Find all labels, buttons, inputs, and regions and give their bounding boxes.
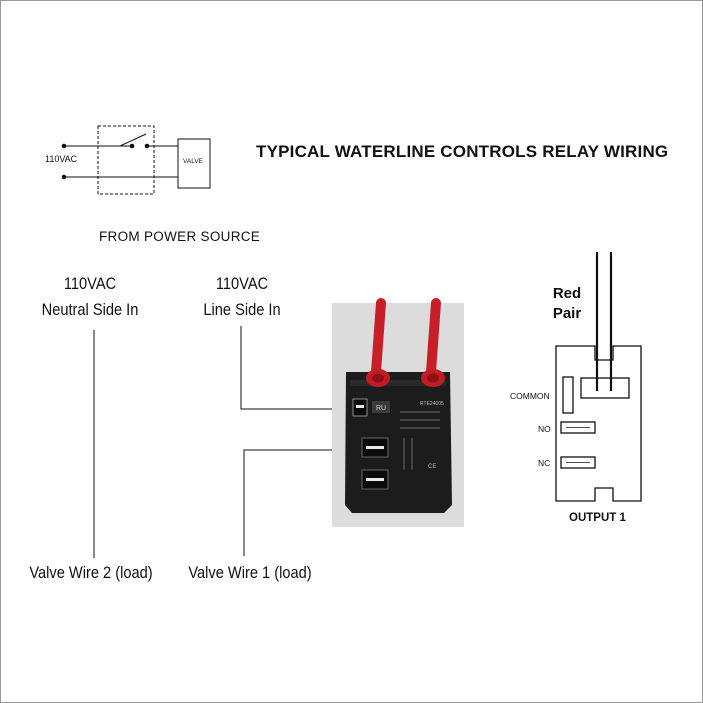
- valve-box: [177, 138, 211, 189]
- relay-marking-bottom: CE: [428, 464, 436, 470]
- terminal-nc-label: NC: [538, 458, 551, 468]
- line-side-label: 110VAC Line Side In: [190, 271, 293, 323]
- valve-wire-2-label: Valve Wire 2 (load): [29, 563, 153, 582]
- neutral-side-text: Neutral Side In: [41, 300, 139, 319]
- valve-wire-1-line: [243, 446, 345, 556]
- valve-label: VALVE: [183, 158, 203, 165]
- red-pair-label: Red Pair: [552, 284, 582, 324]
- diagram-title: TYPICAL WATERLINE CONTROLS RELAY WIRING: [256, 142, 669, 161]
- power-source-caption: FROM POWER SOURCE: [99, 229, 261, 244]
- relay-photo: RU RTE24005 CE: [332, 298, 464, 527]
- line-side-text: Line Side In: [203, 300, 281, 319]
- line-side-wire: [240, 326, 345, 413]
- red-pair-line-1: Red: [552, 285, 582, 302]
- relay-schematic: [61, 125, 211, 195]
- valve-wire-1-label: Valve Wire 1 (load): [188, 563, 312, 582]
- red-pair-line-2: Pair: [552, 305, 582, 322]
- supply-voltage-label: 110VAC: [45, 154, 78, 164]
- wire-lines: [93, 326, 345, 558]
- output-caption: OUTPUT 1: [569, 512, 626, 524]
- relay-marking-top: RTE24005: [420, 401, 444, 407]
- terminal-no-label: NO: [538, 424, 551, 434]
- svg-text:RU: RU: [376, 405, 386, 412]
- output-terminal-diagram: [555, 252, 642, 502]
- neutral-side-label: 110VAC Neutral Side In: [38, 271, 141, 323]
- neutral-voltage: 110VAC: [63, 274, 117, 293]
- terminal-common-label: COMMON: [510, 391, 550, 401]
- line-voltage: 110VAC: [215, 274, 269, 293]
